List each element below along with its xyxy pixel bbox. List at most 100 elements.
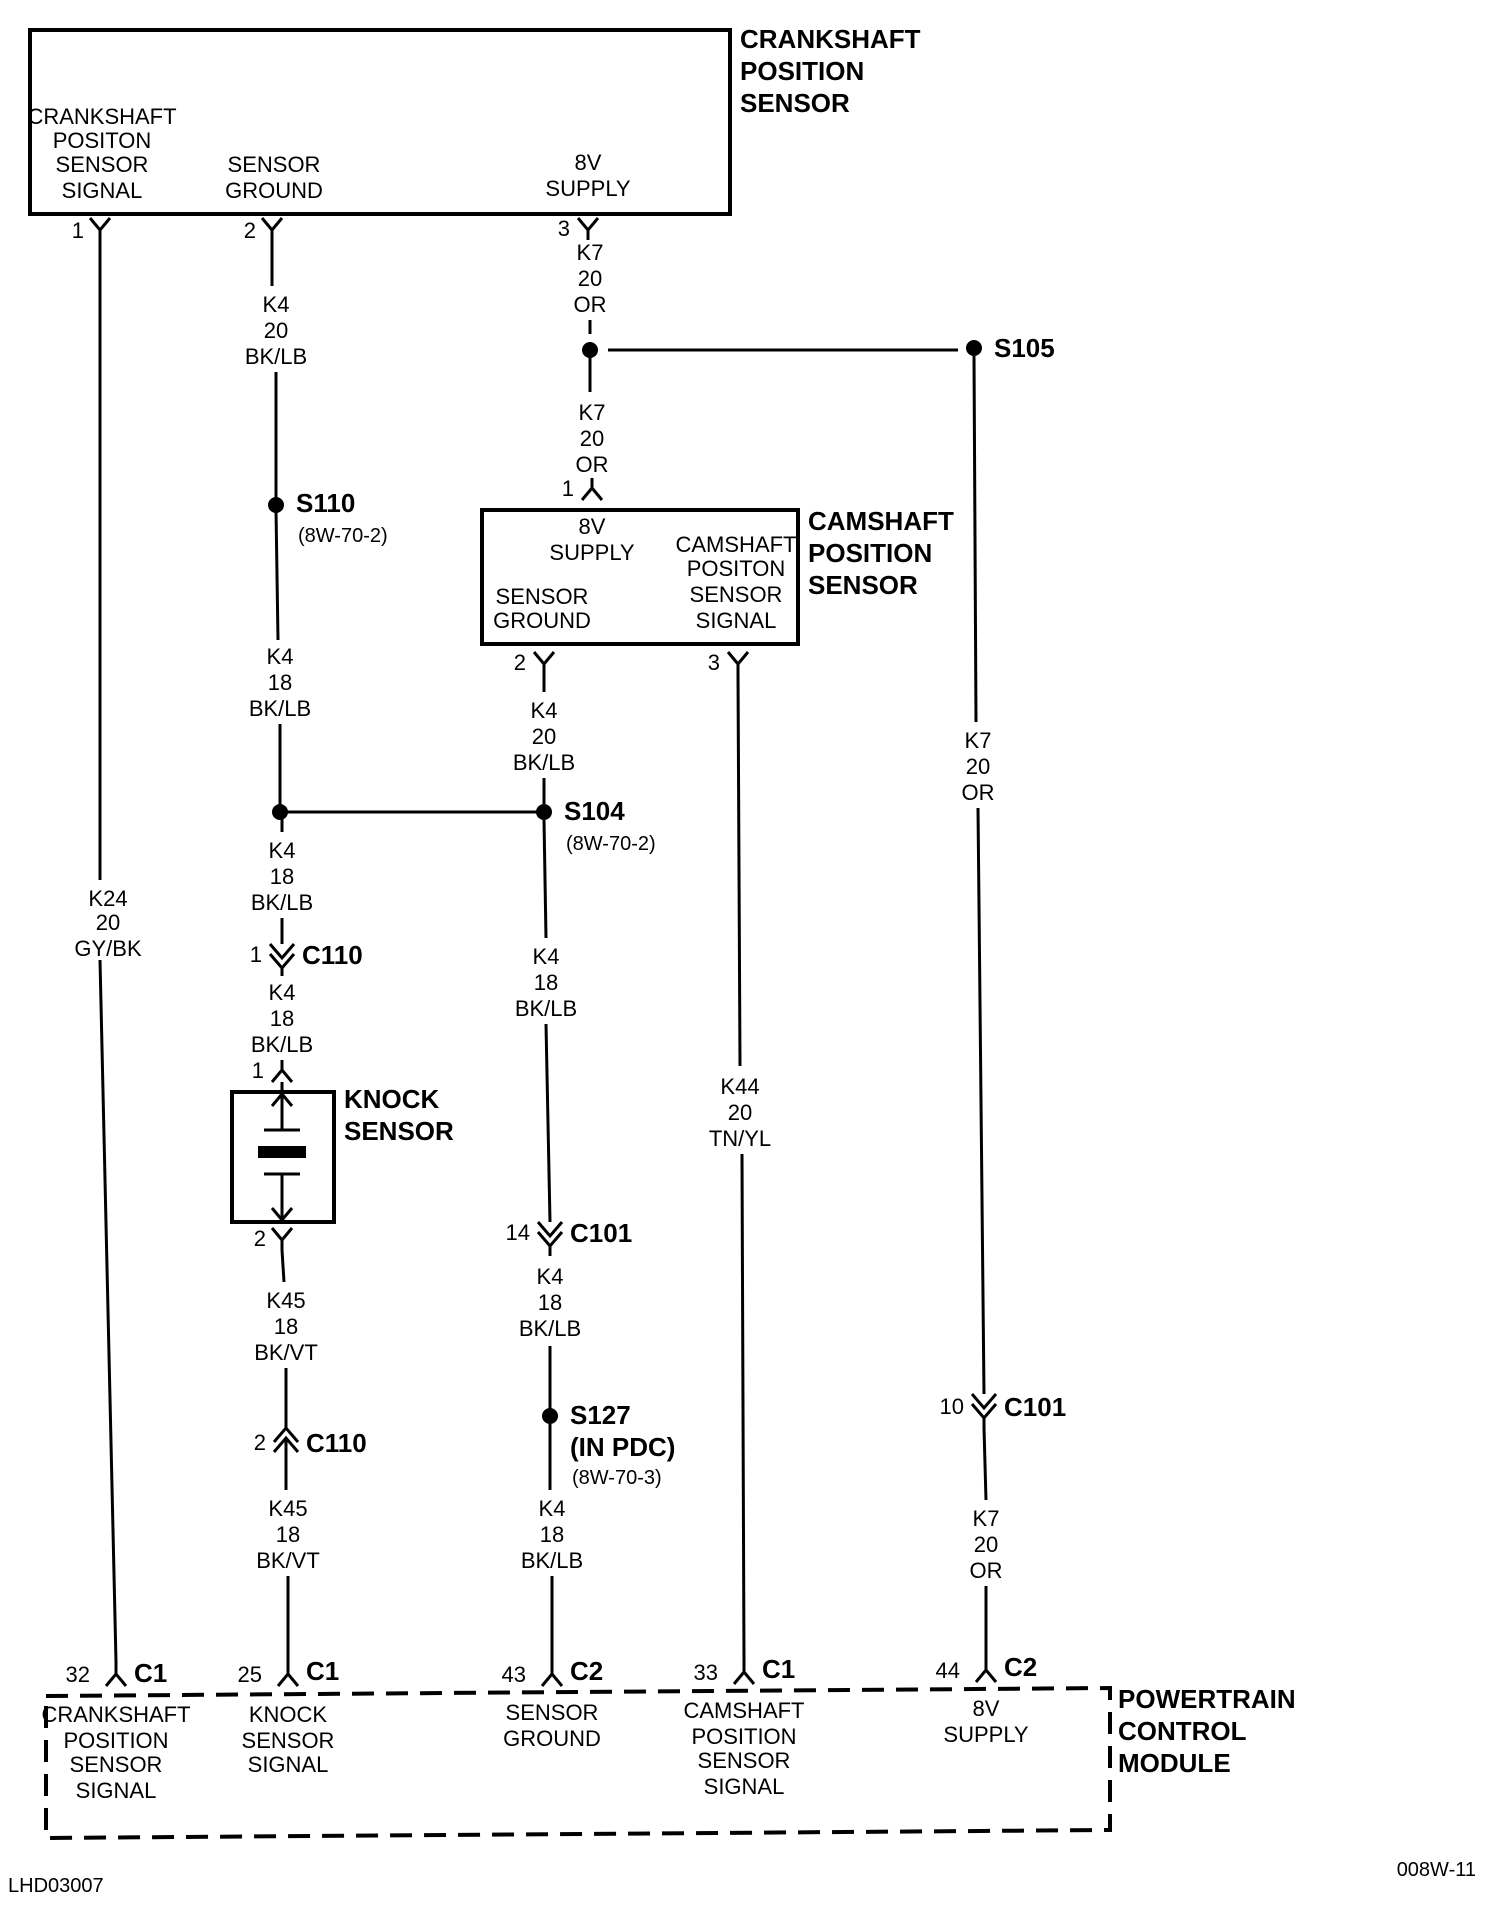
pcm-pin32-label-3: SENSOR — [70, 1752, 163, 1777]
pcm-pin25-number: 25 — [238, 1662, 262, 1687]
knock-sensor-title-1: KNOCK — [344, 1084, 440, 1114]
wire-k4-c110-knock-color: BK/LB — [251, 1032, 313, 1057]
splice-s104-ref: (8W-70-2) — [566, 833, 656, 855]
wire-k4-s110-gauge: 18 — [268, 670, 292, 695]
knock-internal-arrow-up — [270, 1091, 294, 1107]
wire-k45-lower-id: K45 — [268, 1496, 307, 1521]
wire-k7-c101-pcm-upper — [982, 1427, 988, 1501]
footer-right-code: 008W-11 — [1397, 1859, 1476, 1881]
wire-k4-cam-gauge: 20 — [532, 724, 556, 749]
wire-k45-upper-gauge: 18 — [274, 1314, 298, 1339]
pcm-pin32-label-1: CRANKSHAFT — [41, 1702, 190, 1727]
pcm-pin25-label-1: KNOCK — [249, 1702, 328, 1727]
knock-sensor: 1 KNOCK SENSOR 2 — [230, 1058, 454, 1251]
c110-top-symbol — [268, 943, 296, 976]
crankshaft-sensor-title-1: CRANKSHAFT — [740, 24, 921, 54]
wire-k44-upper — [736, 673, 742, 1067]
c101-ground-pin: 14 — [506, 1220, 530, 1245]
splice-s110 — [268, 497, 284, 513]
crank-pin1-label-1: CRANKSHAFT — [27, 104, 176, 129]
wire-k7-right-gauge: 20 — [966, 754, 990, 779]
knock-pin2-terminal — [270, 1227, 294, 1250]
wire-k4-crank-gauge: 20 — [264, 318, 288, 343]
cam-pin3-label-4: SIGNAL — [696, 608, 777, 633]
footer-left-code: LHD03007 — [8, 1875, 104, 1897]
cam-pin3-label-1: CAMSHAFT — [676, 532, 797, 557]
wire-k4-c101-s127-color: BK/LB — [519, 1316, 581, 1341]
pcm-pin43-label-1: SENSOR — [506, 1700, 599, 1725]
cam-pin1-number: 1 — [562, 476, 574, 501]
splice-s110-name: S110 — [296, 488, 355, 518]
crank-pin3-label-2: SUPPLY — [545, 176, 631, 201]
cam-pin3-terminal — [726, 651, 750, 674]
wire-k7-c101-pcm-color: OR — [970, 1558, 1003, 1583]
cam-pin2-number: 2 — [514, 650, 526, 675]
cam-pin1-label-2: SUPPLY — [549, 540, 635, 565]
knock-pin2-number: 2 — [254, 1226, 266, 1251]
camshaft-sensor-title-2: POSITION — [808, 538, 932, 568]
pcm-pin43-terminal — [540, 1662, 564, 1687]
crank-pin3-label-1: 8V — [575, 150, 602, 175]
crank-pin1-terminal — [88, 217, 112, 240]
c101-supply-pin: 10 — [940, 1394, 964, 1419]
pcm-pin33-label-3: SENSOR — [698, 1748, 791, 1773]
cam-pin1-label-1: 8V — [579, 514, 606, 539]
splice-s127 — [542, 1408, 558, 1424]
knock-crystal — [258, 1146, 306, 1158]
wire-k4-s104-down — [542, 819, 548, 939]
c101-supply-symbol — [970, 1393, 998, 1428]
wire-k7-right-color: OR — [962, 780, 995, 805]
pcm-pin32-terminal — [104, 1662, 128, 1687]
wire-k45-upper-color: BK/VT — [254, 1340, 318, 1365]
pcm-pin44-label-1: 8V — [973, 1696, 1000, 1721]
pcm-pin44-label-2: SUPPLY — [943, 1722, 1029, 1747]
cam-pin2-terminal — [532, 651, 556, 674]
camshaft-sensor-title-1: CAMSHAFT — [808, 506, 954, 536]
wire-k4-c110-knock-id: K4 — [269, 980, 296, 1005]
wire-k4-cam-color: BK/LB — [513, 750, 575, 775]
crank-pin1-label-2: POSITON — [53, 128, 152, 153]
camshaft-position-sensor: 1 CAMSHAFT POSITION SENSOR 8V SUPPLY SEN… — [480, 476, 954, 675]
cam-pin3-label-2: POSITON — [687, 556, 786, 581]
wire-k24-lower — [98, 959, 118, 1663]
pcm-pin25-label-3: SIGNAL — [248, 1752, 329, 1777]
knock-pin1-number: 1 — [252, 1058, 264, 1083]
pcm-title-1: POWERTRAIN — [1118, 1684, 1296, 1714]
splice-s105 — [966, 340, 982, 356]
knock-sensor-title-2: SENSOR — [344, 1116, 454, 1146]
crank-pin2-label-2: GROUND — [225, 178, 323, 203]
pcm-pin44-terminal — [974, 1660, 998, 1683]
wire-k45-lower-color: BK/VT — [256, 1548, 320, 1573]
wire-k24-id: K24 — [88, 886, 127, 911]
wire-k7-cam-color: OR — [576, 452, 609, 477]
crank-pin2-terminal — [260, 217, 284, 240]
splice-s104 — [536, 804, 552, 820]
crank-pin1-number: 1 — [72, 218, 84, 243]
wire-k4-s104-c101-id: K4 — [533, 944, 560, 969]
wire-k4-to-c110-color: BK/LB — [251, 890, 313, 915]
wire-k7-right-lower — [976, 807, 986, 1395]
crankshaft-sensor-box — [28, 28, 732, 216]
pcm-title-3: MODULE — [1118, 1748, 1231, 1778]
wire-k45-upper-in — [280, 1249, 286, 1283]
pcm-pin33-label-2: POSITION — [691, 1724, 796, 1749]
wire-k7-cam-id: K7 — [579, 400, 606, 425]
pcm-pin25-terminal — [276, 1662, 300, 1687]
wire-k45-lower-gauge: 18 — [276, 1522, 300, 1547]
wire-k4-s127-pcm-id: K4 — [539, 1496, 566, 1521]
crank-pin3-terminal — [576, 217, 600, 240]
camshaft-sensor-box — [480, 508, 800, 646]
camshaft-sensor-title-3: SENSOR — [808, 570, 918, 600]
cam-pin2-label-2: GROUND — [493, 608, 591, 633]
c110-bottom-name: C110 — [306, 1428, 367, 1458]
cam-pin1-terminal — [580, 478, 604, 501]
crank-pin3-number: 3 — [558, 216, 570, 241]
wire-k44-id: K44 — [720, 1074, 759, 1099]
wire-k4-s104-c101-gauge: 18 — [534, 970, 558, 995]
splice-s110-ref: (8W-70-2) — [298, 525, 388, 547]
wire-k4-to-c110-gauge: 18 — [270, 864, 294, 889]
wire-k7-cam-gauge: 20 — [580, 426, 604, 451]
crankshaft-sensor-title-2: POSITION — [740, 56, 864, 86]
pcm-title-2: CONTROL — [1118, 1716, 1247, 1746]
